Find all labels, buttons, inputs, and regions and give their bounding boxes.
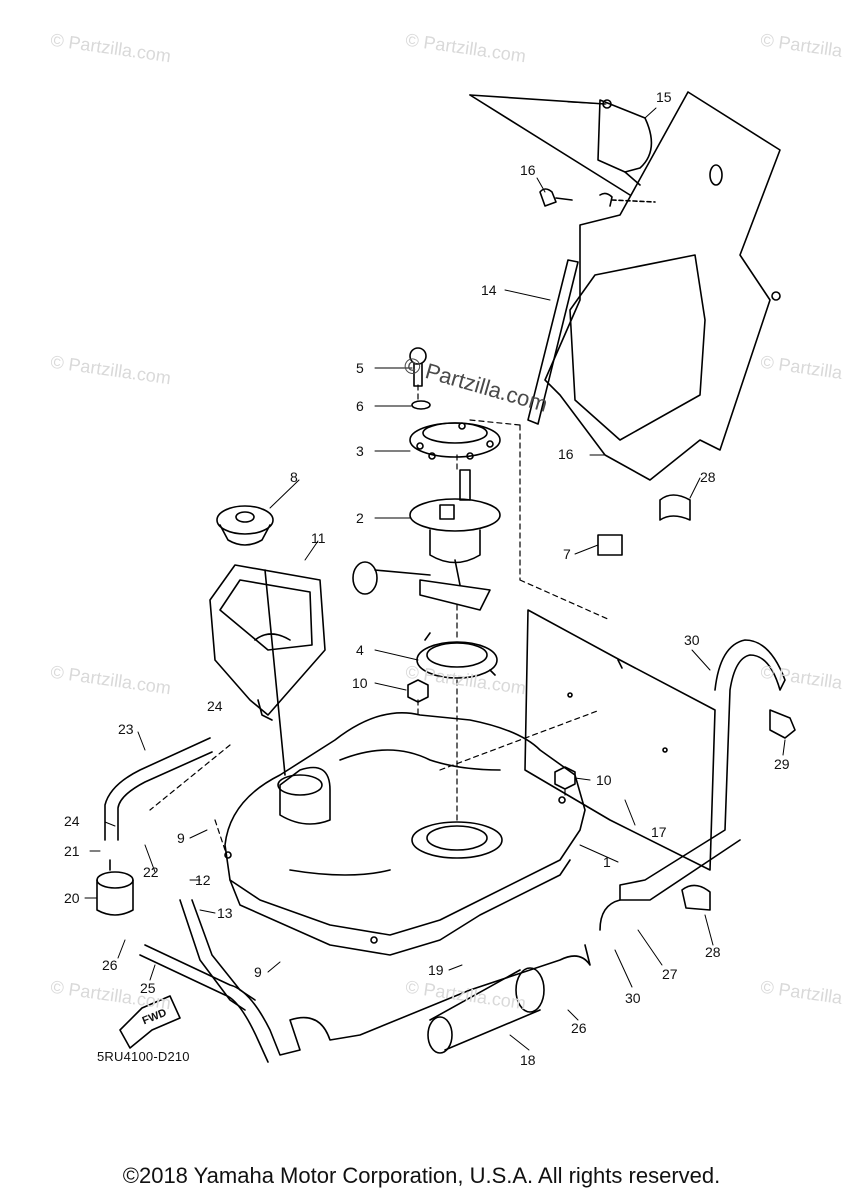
callout-21: 21	[64, 843, 80, 859]
ring-part-3	[409, 422, 501, 460]
callout-16: 16	[520, 162, 536, 178]
filler-cap-part-8	[216, 505, 274, 546]
callout-23: 23	[118, 721, 134, 737]
diagram-code: 5RU4100-D210	[97, 1049, 190, 1064]
callout-8: 8	[290, 469, 298, 485]
callout-13: 13	[217, 905, 233, 921]
callout-1: 1	[603, 854, 611, 870]
rear-panel-part-14	[527, 91, 781, 481]
callout-9: 9	[254, 964, 262, 980]
callout-28: 28	[705, 944, 721, 960]
callout-5: 5	[356, 360, 364, 376]
hose-part-25	[139, 944, 591, 1063]
callout-14: 14	[481, 282, 497, 298]
clamp-part-28	[659, 494, 711, 911]
hose-part-13	[179, 899, 256, 1011]
nut-part-10	[407, 679, 576, 790]
callout-7: 7	[563, 546, 571, 562]
fuel-filter-part-20	[96, 859, 134, 916]
callout-10: 10	[352, 675, 368, 691]
callout-12: 12	[195, 872, 211, 888]
callout-25: 25	[140, 980, 156, 996]
callout-28: 28	[700, 469, 716, 485]
callout-22: 22	[143, 864, 159, 880]
callout-27: 27	[662, 966, 678, 982]
callout-26: 26	[102, 957, 118, 973]
fitting-part-7	[597, 534, 623, 556]
connector-part-29	[769, 709, 796, 739]
cover-part-15	[469, 94, 653, 196]
callout-26: 26	[571, 1020, 587, 1036]
fwd-arrow	[119, 995, 181, 1049]
callout-6: 6	[356, 398, 364, 414]
callout-19: 19	[428, 962, 444, 978]
fuel-pump-part-2	[352, 469, 501, 611]
callout-15: 15	[656, 89, 672, 105]
callout-24: 24	[207, 698, 223, 714]
callout-29: 29	[774, 756, 790, 772]
screw-part-16-top	[539, 188, 656, 207]
callout-11: 11	[311, 530, 326, 546]
hose-part-27	[599, 639, 786, 931]
callout-18: 18	[520, 1052, 536, 1068]
callout-2: 2	[356, 510, 364, 526]
callout-30: 30	[625, 990, 641, 1006]
washer-part-6	[411, 400, 431, 410]
fuel-tank-part-1	[224, 712, 586, 956]
callout-3: 3	[356, 443, 364, 459]
callout-30: 30	[684, 632, 700, 648]
shield-part-17	[524, 609, 716, 871]
callout-4: 4	[356, 642, 364, 658]
callout-24: 24	[64, 813, 80, 829]
copyright-notice: ©2018 Yamaha Motor Corporation, U.S.A. A…	[122, 1163, 721, 1188]
callout-16: 16	[558, 446, 574, 462]
callout-9: 9	[177, 830, 185, 846]
callout-20: 20	[64, 890, 80, 906]
tray-part-11	[209, 564, 326, 776]
hose-part-23	[104, 737, 213, 841]
fuel-pump-part-18	[427, 967, 545, 1054]
callout-10: 10	[596, 772, 612, 788]
callout-17: 17	[651, 824, 667, 840]
